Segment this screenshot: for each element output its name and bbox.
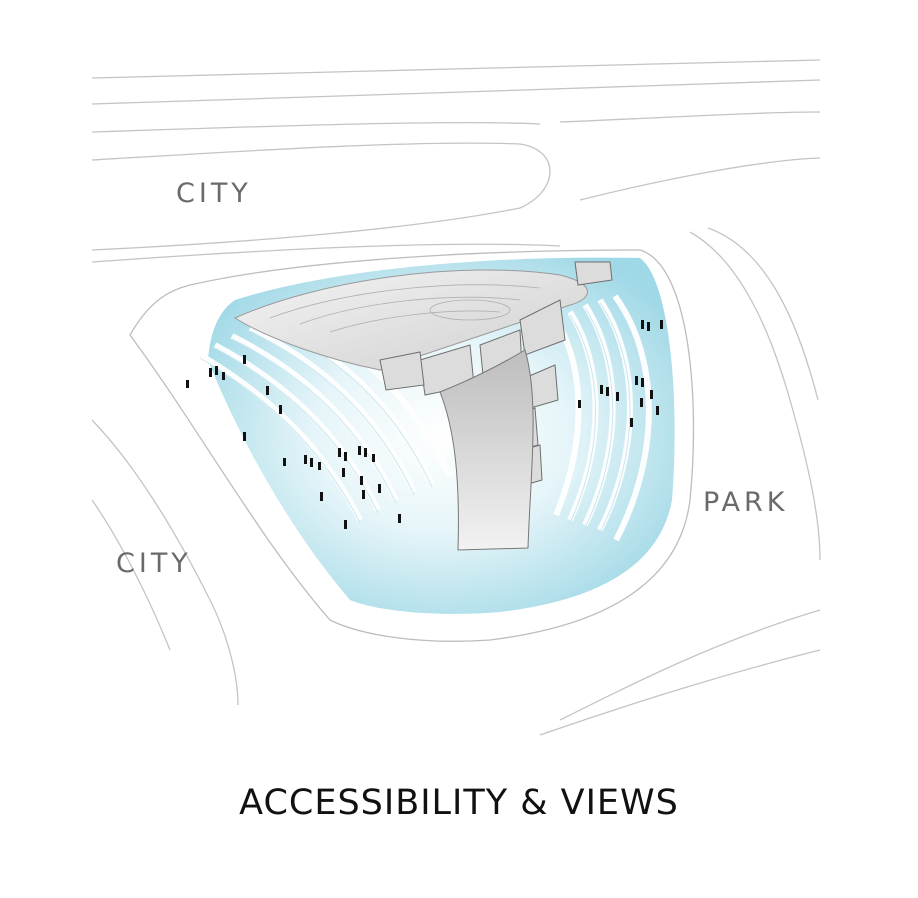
building-roof bbox=[233, 269, 588, 371]
people-figures bbox=[186, 320, 663, 529]
label-city-west: CITY bbox=[116, 548, 192, 579]
road-lines bbox=[91, 59, 821, 736]
central-walkway bbox=[439, 349, 534, 551]
label-park: PARK bbox=[703, 487, 789, 518]
diagram-caption: ACCESSIBILITY & VIEWS bbox=[239, 783, 679, 823]
label-city-north: CITY bbox=[176, 178, 252, 209]
roof-contours bbox=[269, 284, 541, 333]
terraced-steps-right-lines bbox=[569, 302, 631, 534]
